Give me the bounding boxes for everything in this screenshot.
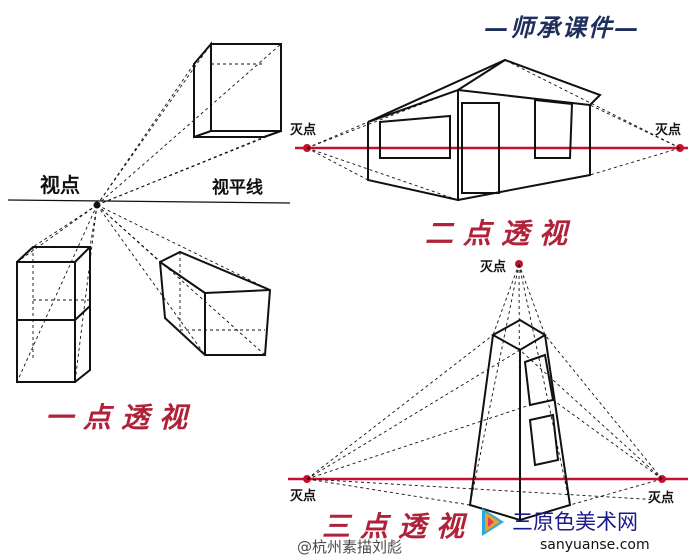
- brand-title: —师承课件—: [484, 13, 640, 42]
- vanish-label-right: 灭点: [655, 123, 682, 138]
- two-point-title: 二点透视: [425, 217, 578, 250]
- one-point-drawing: [7, 41, 291, 383]
- one-point-title: 一点透视: [45, 401, 198, 434]
- site-name: 三原色美术网: [512, 510, 638, 534]
- vanish-label-bottom-left: 灭点: [290, 489, 317, 504]
- three-point-title: 三点透视: [322, 510, 475, 543]
- site-logo: [482, 508, 504, 536]
- vanish-label-left: 灭点: [290, 123, 317, 138]
- horizon-line: [7, 199, 291, 204]
- horizon-label: 视平线: [212, 178, 263, 198]
- three-point-drawing: [288, 260, 688, 522]
- site-url: sanyuanse.com: [540, 537, 650, 553]
- vanish-label-bottom-right: 灭点: [648, 491, 675, 506]
- vanish-label-top: 灭点: [480, 260, 507, 275]
- weibo-watermark: @杭州素描刘彪: [297, 538, 403, 556]
- two-point-drawing: [295, 58, 688, 202]
- eye-point-label: 视点: [40, 173, 80, 197]
